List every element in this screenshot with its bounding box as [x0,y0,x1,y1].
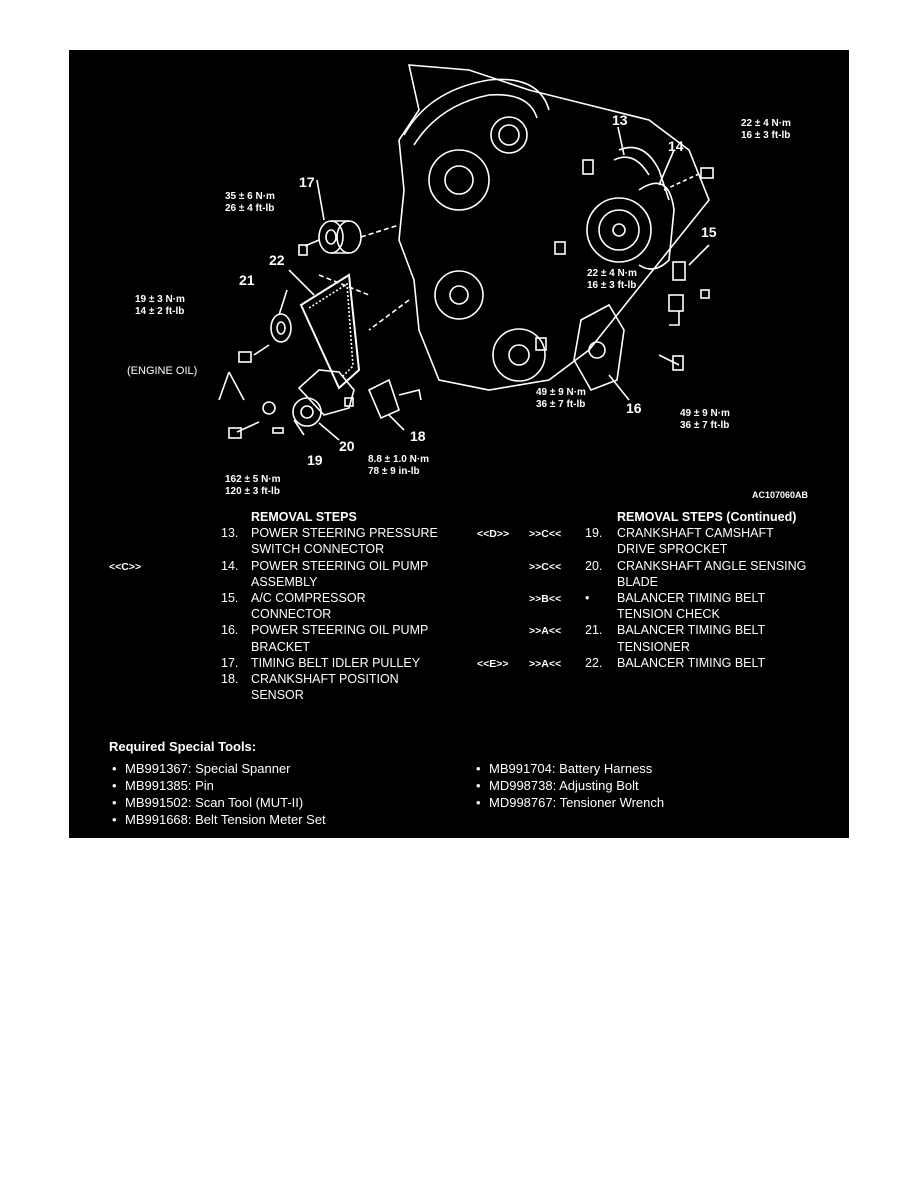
step-label-line: TENSION CHECK [617,607,720,622]
callout-14: 14 [668,138,684,154]
step-label-line: ASSEMBLY [251,574,318,589]
step-number: 13. [221,526,239,541]
step-mark: <<E>> [477,657,509,670]
special-tool-item: MB991704: Battery Harness [473,760,664,777]
step-label-line: TIMING BELT IDLER PULLEY [251,655,421,670]
step-mark-secondary: >>B<< [529,593,562,605]
step-label-line: DRIVE SPROCKET [617,542,728,557]
step-number: 22. [585,655,603,670]
step-mark-secondary: >>A<< [529,625,562,638]
step-label-line: POWER STEERING OIL PUMP [251,623,429,638]
right-step-4: <<E>> >>A<< 22. BALANCER TIMING BELT [469,655,849,671]
step-label-line: BALANCER TIMING BELT [617,623,766,638]
step-label: BALANCER TIMING BELT [617,655,765,671]
callout-16: 16 [626,400,642,416]
step-label-line: BALANCER TIMING BELT [617,591,766,605]
callout-18: 18 [410,428,426,444]
step-label-line: CONNECTOR [251,607,332,622]
step-label: BALANCER TIMING BELT TENSION CHECK [617,590,765,622]
step-label-line: SWITCH CONNECTOR [251,542,385,557]
step-number: 15. [221,591,239,605]
step-mark-secondary: >>A<< [529,657,562,670]
step-number: 19. [585,526,603,541]
engine-oil-label: (ENGINE OIL) [127,365,198,377]
step-label-line: BALANCER TIMING BELT [617,655,766,670]
step-number: 16. [221,623,239,638]
callout-20: 20 [339,438,355,454]
step-mark: <<D>> [477,528,510,541]
left-step-4: 17. TIMING BELT IDLER PULLEY [69,655,459,671]
illustration-panel: 13 14 15 16 17 18 19 20 21 22 22 ± 4 N·m… [69,50,849,838]
callout-17: 17 [299,174,315,190]
special-tool-item: MD998767: Tensioner Wrench [473,794,664,811]
special-tools-title: Required Special Tools: [109,739,257,754]
step-number: 20. [585,558,603,573]
step-label-line: POWER STEERING OIL PUMP [251,558,429,573]
step-label-line: SENSOR [251,688,304,703]
special-tool-item: MB991385: Pin [109,777,326,794]
step-label-line: CRANKSHAFT POSITION [251,672,399,686]
step-number: 18. [221,672,239,686]
left-step-5: 18. CRANKSHAFT POSITION SENSOR [69,671,459,703]
special-tool-item: MB991367: Special Spanner [109,760,326,777]
step-mark-secondary: >>C<< [529,528,562,541]
right-step-2: >>B<< • BALANCER TIMING BELT TENSION CHECK [469,590,849,622]
special-tools-right: MB991704: Battery HarnessMD998738: Adjus… [473,760,664,811]
removal-steps-continued-title: REMOVAL STEPS (Continued) [617,510,797,524]
figure-id: AC107060AB [752,490,809,500]
step-number: • [585,591,590,605]
step-label-line: TENSIONER [617,639,690,654]
step-label-line: CRANKSHAFT CAMSHAFT [617,526,774,541]
step-number: 17. [221,655,239,670]
removal-steps-title: REMOVAL STEPS [251,510,357,524]
callout-13: 13 [612,112,628,128]
step-label: CRANKSHAFT POSITION SENSOR [251,671,399,703]
step-number: 21. [585,623,603,638]
step-label-line: BRACKET [251,639,311,654]
engine-block-drawing [218,64,714,441]
callout-19: 19 [307,452,323,468]
callout-15: 15 [701,224,717,240]
special-tool-item: MD998738: Adjusting Bolt [473,777,664,794]
step-label: A/C COMPRESSOR CONNECTOR [251,590,366,622]
special-tool-item: MB991668: Belt Tension Meter Set [109,811,326,828]
callout-21: 21 [239,272,255,288]
step-number: 14. [221,558,239,573]
engine-diagram [218,64,714,441]
callout-22: 22 [269,252,285,268]
left-step-2: 15. A/C COMPRESSOR CONNECTOR [69,590,459,622]
step-label-line: BLADE [617,574,658,589]
step-label: TIMING BELT IDLER PULLEY [251,655,420,671]
step-label-line: POWER STEERING PRESSURE [251,526,438,541]
step-label-line: CRANKSHAFT ANGLE SENSING [617,558,807,573]
special-tool-item: MB991502: Scan Tool (MUT-II) [109,794,326,811]
step-mark-secondary: >>C<< [529,560,562,573]
step-label-line: A/C COMPRESSOR [251,591,366,605]
step-mark: <<C>> [109,560,142,573]
special-tools-left: MB991367: Special SpannerMB991385: PinMB… [109,760,326,828]
